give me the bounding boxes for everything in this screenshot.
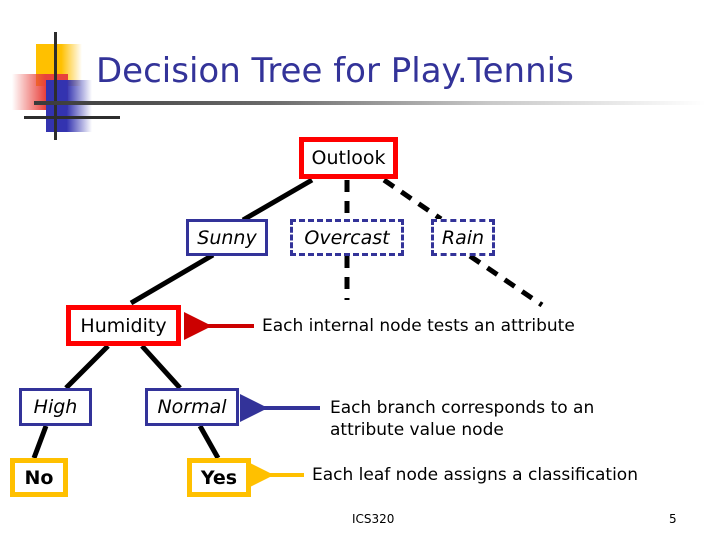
tree-branch-rain[interactable]: Rain [431, 219, 495, 256]
footer-course-code: ICS320 [352, 512, 395, 526]
logo-horizontal-line [24, 116, 120, 119]
tree-branch-high[interactable]: High [19, 388, 92, 426]
footer-page-number: 5 [669, 512, 677, 526]
edge-rain-down [468, 253, 544, 308]
annotation-leaf: Each leaf node assigns a classification [312, 465, 638, 485]
logo-blue-square [46, 80, 92, 132]
tree-leaf-no[interactable]: No [10, 458, 68, 497]
logo-vertical-line [54, 32, 57, 140]
tree-node-humidity[interactable]: Humidity [66, 305, 181, 346]
tree-branch-normal[interactable]: Normal [145, 388, 239, 426]
edge-sunny-humidity [129, 252, 215, 306]
tree-branch-overcast[interactable]: Overcast [290, 219, 404, 256]
annotation-internal-node: Each internal node tests an attribute [262, 316, 575, 336]
tree-leaf-yes[interactable]: Yes [187, 458, 251, 497]
slide-logo-mark [12, 32, 120, 140]
edge-normal-yes [197, 424, 221, 460]
tree-branch-sunny[interactable]: Sunny [186, 219, 268, 256]
edge-humidity-normal [140, 344, 182, 390]
edge-high-no [31, 425, 49, 459]
edge-outlook-rain [382, 177, 443, 222]
title-divider [34, 101, 706, 105]
tree-node-outlook[interactable]: Outlook [299, 137, 398, 179]
page-title: Decision Tree for Play.Tennis [96, 51, 574, 91]
annotation-branch: Each branch corresponds to an attribute … [330, 398, 595, 440]
edge-humidity-high [64, 344, 110, 390]
edge-outlook-sunny [241, 177, 314, 223]
